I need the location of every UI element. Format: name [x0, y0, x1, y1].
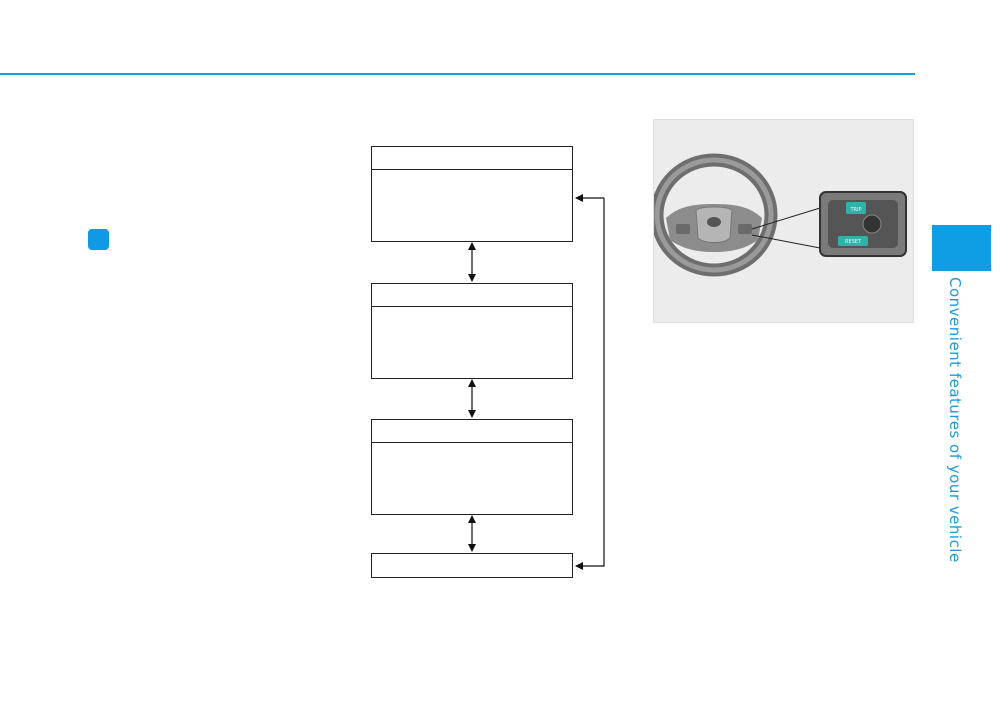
reset-button-label: RESET: [845, 239, 862, 245]
arrow-return-loop: [575, 198, 605, 570]
flow-box-1-title: [372, 147, 572, 170]
chapter-tab[interactable]: [932, 225, 991, 271]
steering-wheel-illustration: TRIP RESET: [650, 119, 914, 323]
flow-box-1: [371, 146, 573, 242]
flow-box-2-title: [372, 284, 572, 307]
flow-box-final: [371, 553, 573, 578]
trip-button-label: TRIP: [849, 207, 861, 213]
steering-wheel-icon: TRIP RESET: [650, 153, 907, 277]
flow-box-2: [371, 283, 573, 379]
flow-box-3: [371, 419, 573, 515]
header-rule: [0, 73, 915, 75]
chapter-title: Convenient features of your vehicle: [946, 277, 964, 563]
flow-box-3-title: [372, 420, 572, 443]
section-bullet-icon: [88, 229, 109, 250]
